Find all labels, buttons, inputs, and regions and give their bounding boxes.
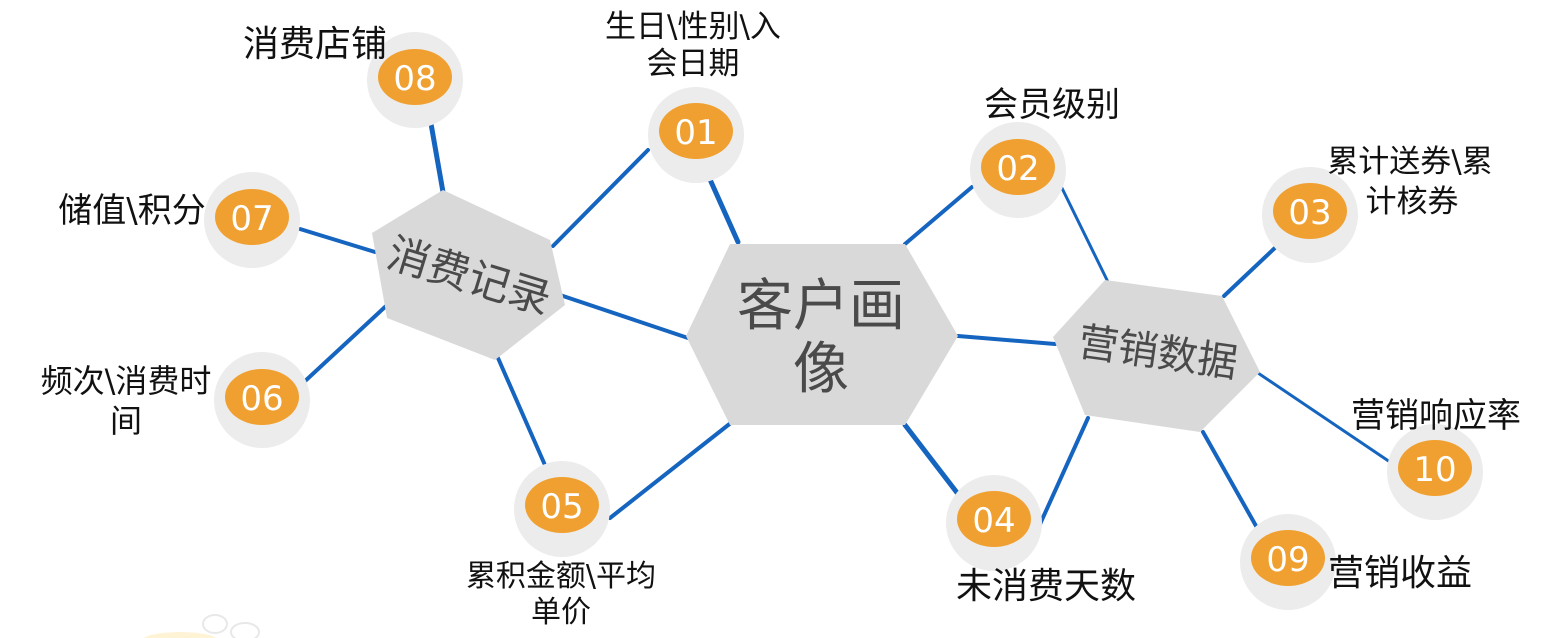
node-08-label-line-1: 消费店铺 xyxy=(243,24,387,65)
node-05-label-line-1: 累积金额\平均 xyxy=(466,559,656,594)
node-07-badge xyxy=(215,189,289,245)
hub-left: 消费记录 xyxy=(372,190,565,360)
node-10-label-line-1: 营销响应率 xyxy=(1351,396,1521,436)
node-08-badge xyxy=(378,49,452,105)
node-09-badge xyxy=(1251,530,1325,586)
node-10-badge xyxy=(1398,440,1472,496)
node-03-label-line-2: 计核券 xyxy=(1366,184,1459,220)
node-03-badge xyxy=(1273,183,1347,239)
node-05-label-line-2: 单价 xyxy=(531,595,591,630)
hub-center-label-line-2: 像 xyxy=(793,337,849,402)
node-01-label-line-2: 会日期 xyxy=(647,46,740,82)
node-07-label-line-1: 储值\积分 xyxy=(58,191,205,231)
connector-node-02-center xyxy=(903,185,974,246)
node-03-number: 03 xyxy=(1288,193,1331,233)
hub-right-hexagon xyxy=(1053,280,1260,432)
hub-center-hexagon xyxy=(686,244,958,425)
connector-node-02-right-hub xyxy=(1056,178,1110,284)
node-07-number: 07 xyxy=(230,199,273,239)
node-09-number: 09 xyxy=(1266,540,1309,580)
node-03: 03 累计送券\累 计核券 xyxy=(1262,144,1493,263)
node-01: 01 生日\性别\入 会日期 xyxy=(605,9,781,183)
node-04: 04 未消费天数 xyxy=(946,475,1136,607)
node-02-number: 02 xyxy=(996,149,1039,189)
node-03-label-line-1: 累计送券\累 xyxy=(1327,144,1492,180)
node-04-number: 04 xyxy=(972,501,1015,541)
node-07: 07 储值\积分 xyxy=(58,172,300,268)
node-01-label-line-1: 生日\性别\入 xyxy=(605,9,781,45)
node-05-badge xyxy=(525,477,599,533)
hub-right: 营销数据 xyxy=(1053,280,1260,432)
node-01-badge xyxy=(659,103,733,159)
connector-node-08-left-hub xyxy=(427,115,446,195)
node-06-label-line-1: 频次\消费时 xyxy=(41,362,212,400)
connector-node-05-left-hub xyxy=(496,356,550,474)
hub-center: 客户画 像 xyxy=(686,244,958,425)
node-08: 08 消费店铺 xyxy=(243,24,463,128)
node-09-label-line-1: 营销收益 xyxy=(1328,553,1472,594)
connector-node-06-left-hub xyxy=(301,304,388,385)
hub-center-label-line-1: 客户画 xyxy=(737,274,905,339)
node-04-badge xyxy=(957,491,1031,547)
hub-left-hexagon xyxy=(372,190,565,360)
node-06-label-line-2: 间 xyxy=(110,402,142,440)
connector-node-10-right-hub xyxy=(1256,371,1392,464)
connector-left-hub-to-center xyxy=(558,293,690,340)
connector-node-09-right-hub xyxy=(1201,430,1262,535)
node-06-number: 06 xyxy=(240,379,283,419)
node-02-badge xyxy=(981,139,1055,195)
node-09: 09 营销收益 xyxy=(1240,514,1472,610)
connector-lines xyxy=(298,115,1392,535)
node-08-number: 08 xyxy=(393,59,436,99)
connector-node-04-right-hub xyxy=(1034,416,1090,535)
connector-node-05-center xyxy=(608,420,734,520)
node-04-label-line-1: 未消费天数 xyxy=(956,566,1136,607)
node-06: 06 频次\消费时 间 xyxy=(41,352,310,448)
node-10: 10 营销响应率 xyxy=(1351,396,1521,520)
node-01-number: 01 xyxy=(674,113,717,153)
node-02-label-line-1: 会员级别 xyxy=(984,85,1120,125)
connector-center-to-right-hub xyxy=(956,334,1057,346)
node-05-number: 05 xyxy=(540,487,583,527)
connector-node-01-center xyxy=(705,172,741,245)
node-06-badge xyxy=(225,369,299,425)
node-02: 02 会员级别 xyxy=(970,85,1120,218)
connector-node-01-left-hub xyxy=(551,148,650,248)
connector-node-03-right-hub xyxy=(1222,243,1280,298)
decorative-bubbles xyxy=(143,614,260,638)
node-05: 05 累积金额\平均 单价 xyxy=(466,461,656,630)
node-10-number: 10 xyxy=(1413,450,1456,490)
connector-node-04-center xyxy=(902,422,961,497)
connector-node-07-left-hub xyxy=(298,227,377,254)
